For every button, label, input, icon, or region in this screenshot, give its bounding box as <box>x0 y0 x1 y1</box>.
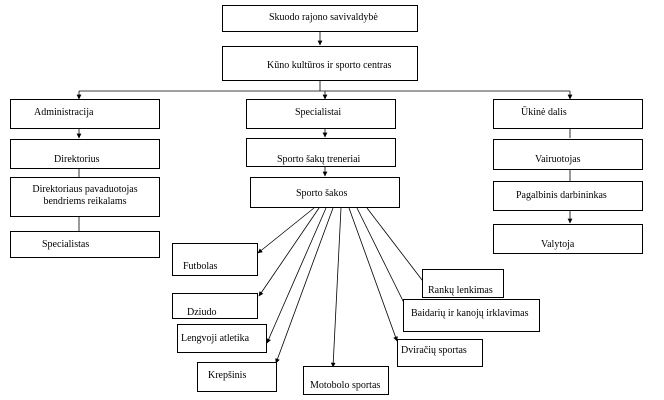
node-savivaldybe: Skuodo rajono savivaldybė <box>222 5 418 32</box>
node-dziudo: Dziudo <box>172 293 258 319</box>
edge-sakos-dviraciai <box>348 207 398 342</box>
node-krepsinis: Krepšinis <box>197 362 277 392</box>
node-lengvoji-atletika-label: Lengvoji atletika <box>181 333 250 344</box>
node-vairuotojas: Vairuotojas <box>493 139 643 170</box>
node-centras: Kūno kultūros ir sporto centras <box>222 46 418 81</box>
node-baidares: Baidarių ir kanojų irklavimas <box>403 299 540 332</box>
node-motobolas: Motobolo sportas <box>303 366 389 395</box>
edge-sakos-futbolas <box>257 207 315 254</box>
node-sporto-sakos: Sporto šakos <box>250 177 400 208</box>
node-direktorius: Direktorius <box>10 139 160 169</box>
edge-sakos-ranku <box>366 207 433 294</box>
node-centras-label: Kūno kultūros ir sporto centras <box>267 60 392 71</box>
edge-sakos-motobolas <box>330 207 342 368</box>
node-baidares-label: Baidarių ir kanojų irklavimas <box>411 308 529 319</box>
node-darbininkas-label: Pagalbinis darbininkas <box>516 190 607 201</box>
node-vairuotojas-label: Vairuotojas <box>535 154 581 165</box>
node-ukine-dalis: Ūkinė dalis <box>493 99 643 129</box>
edge-sakos-lengvoji <box>266 207 327 344</box>
node-treneriai: Sporto šakų treneriai <box>246 138 396 167</box>
node-futbolas: Futbolas <box>172 243 258 276</box>
node-lengvoji-atletika: Lengvoji atletika <box>177 324 267 353</box>
edge-sakos-krepsinis <box>275 207 334 364</box>
node-specialistai: Specialistai <box>246 99 396 129</box>
edge-sakos-dziudo <box>258 207 320 297</box>
node-motobolas-label: Motobolo sportas <box>310 380 381 391</box>
node-dziudo-label: Dziudo <box>187 307 217 318</box>
node-specialistas-label: Specialistas <box>42 239 90 250</box>
node-ranku-lenkimas: Rankų lenkimas <box>422 269 504 298</box>
node-specialistas: Specialistas <box>10 231 160 258</box>
edge-sakos-baidares <box>356 207 408 310</box>
node-valytoja: Valytoja <box>493 224 643 254</box>
node-specialistai-label: Specialistai <box>295 107 342 118</box>
node-pavaduotojas-label: Direktoriaus pavaduotojas bendriems reik… <box>32 184 138 207</box>
node-krepsinis-label: Krepšinis <box>208 370 247 381</box>
node-valytoja-label: Valytoja <box>541 239 575 250</box>
node-administracija-label: Administracija <box>34 107 94 118</box>
node-administracija: Administracija <box>10 99 160 129</box>
node-treneriai-label: Sporto šakų treneriai <box>277 154 361 165</box>
node-darbininkas: Pagalbinis darbininkas <box>493 181 643 211</box>
node-ukine-dalis-label: Ūkinė dalis <box>521 107 567 118</box>
node-futbolas-label: Futbolas <box>183 261 218 272</box>
node-ranku-lenkimas-label: Rankų lenkimas <box>428 285 493 296</box>
node-sporto-sakos-label: Sporto šakos <box>296 188 348 199</box>
node-dviraciai-label: Dviračių sportas <box>401 345 467 356</box>
node-dviraciai: Dviračių sportas <box>397 339 483 367</box>
node-direktorius-label: Direktorius <box>54 154 100 165</box>
node-pavaduotojas: Direktoriaus pavaduotojas bendriems reik… <box>10 177 160 217</box>
node-savivaldybe-label: Skuodo rajono savivaldybė <box>269 12 378 23</box>
